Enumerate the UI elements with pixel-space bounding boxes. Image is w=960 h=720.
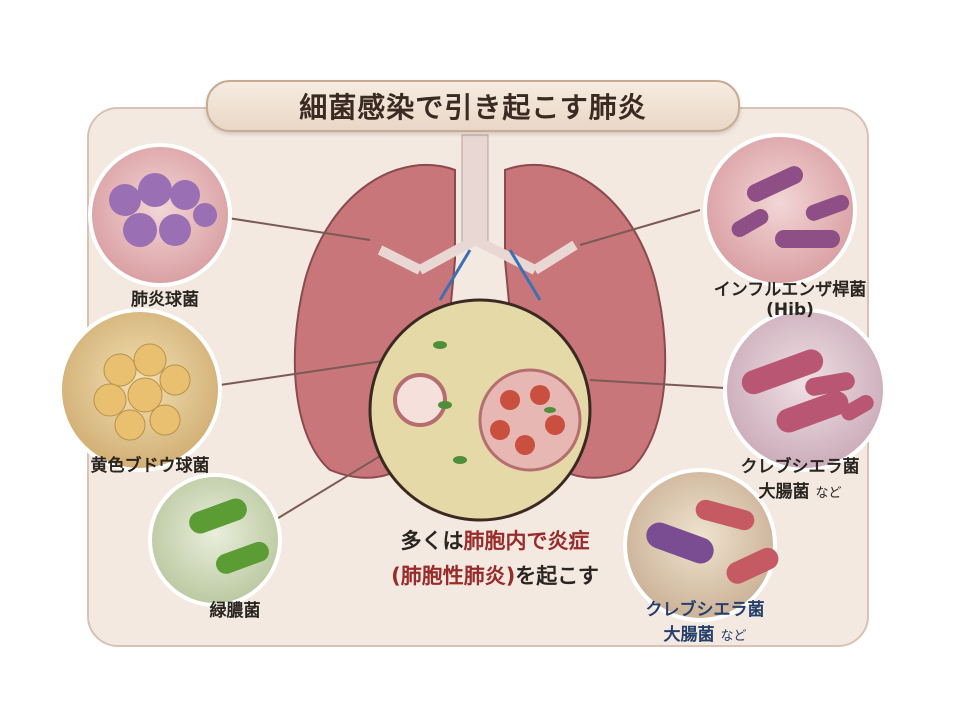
label-hib: (Hib) (766, 300, 814, 320)
label-klebsiella-2: クレブシエラ菌 (645, 600, 765, 620)
caption-line1-pre: 多くは (400, 529, 464, 553)
label-staphylococcus: 黄色ブドウ球菌 (90, 456, 210, 476)
label-ecoli: 大腸菌 など (759, 477, 842, 502)
label-haemophilus: インフルエンザ桿菌 (713, 280, 867, 300)
label-pneumococcus: 肺炎球菌 (131, 290, 199, 310)
page-title: 細菌感染で引き起こす肺炎 (206, 80, 740, 132)
klebsiella-circle (723, 308, 887, 472)
label-ecoli-suffix: など (815, 486, 842, 501)
label-ecoli-2-suffix: など (720, 629, 747, 644)
label-ecoli-2-name: 大腸菌 (663, 625, 715, 645)
label-ecoli-2: 大腸菌 など (664, 620, 747, 645)
caption-line2-post: を起こす (515, 564, 599, 588)
ecoli-circle (623, 468, 779, 622)
staphylococcus-circle (58, 308, 222, 472)
label-ecoli-name: 大腸菌 (758, 482, 810, 502)
caption-line2-red: (肺胞性肺炎) (391, 564, 516, 588)
haemophilus-circle (703, 133, 857, 287)
label-klebsiella: クレブシエラ菌 (740, 457, 860, 477)
caption-line-1: 多くは肺胞内で炎症 (401, 525, 590, 555)
pneumococcus-circle (88, 143, 232, 287)
alveoli-magnified (368, 298, 592, 522)
pseudomonas-circle (148, 473, 282, 607)
label-pseudomonas: 緑膿菌 (209, 601, 261, 621)
caption-line-2: (肺胞性肺炎)を起こす (391, 560, 599, 590)
caption-line1-red: 肺胞内で炎症 (463, 529, 590, 553)
